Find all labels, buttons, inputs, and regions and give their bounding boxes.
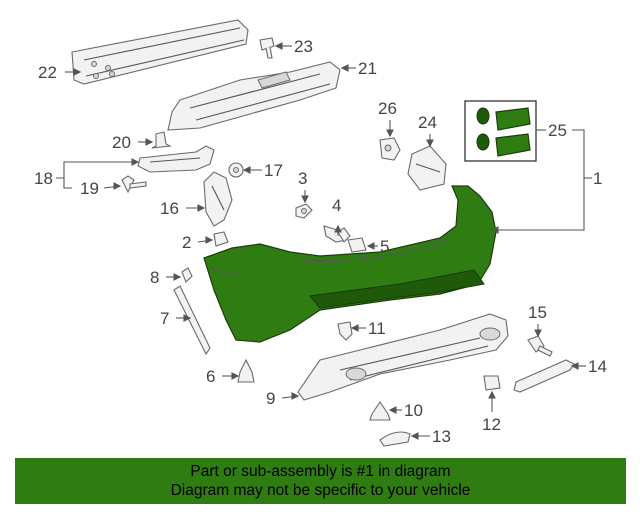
callout-22: 22 bbox=[38, 63, 57, 82]
part-5-cap[interactable] bbox=[347, 237, 367, 253]
part-3-bolt[interactable] bbox=[295, 203, 313, 219]
parts-diagram: 1 2 3 4 5 6 7 8 9 10 11 12 13 14 15 16 1… bbox=[34, 19, 607, 447]
part-7-reflector-strip[interactable] bbox=[173, 285, 211, 356]
callout-labels: 1 2 3 4 5 6 7 8 9 10 11 12 13 14 15 16 1… bbox=[34, 37, 607, 446]
part-21-energy-absorber[interactable] bbox=[167, 61, 341, 131]
banner-line-2: Diagram may not be specific to your vehi… bbox=[170, 482, 471, 499]
part-19-push-pin[interactable] bbox=[121, 175, 147, 194]
part-1-bumper-cover[interactable] bbox=[203, 185, 497, 343]
callout-7: 7 bbox=[160, 309, 169, 328]
part-26-sensor[interactable] bbox=[379, 137, 401, 161]
callout-11: 11 bbox=[368, 319, 386, 338]
callout-6: 6 bbox=[206, 367, 215, 386]
part-11-push-clip[interactable] bbox=[337, 321, 353, 341]
callout-3: 3 bbox=[298, 169, 307, 188]
callout-20: 20 bbox=[112, 133, 131, 152]
part-13-cover[interactable] bbox=[379, 431, 411, 447]
callout-23: 23 bbox=[294, 37, 313, 56]
callout-14: 14 bbox=[588, 357, 607, 376]
part-12-clip[interactable] bbox=[483, 375, 501, 391]
part-25-sensor-retainers[interactable] bbox=[464, 100, 537, 162]
callout-13: 13 bbox=[432, 427, 451, 446]
callout-5: 5 bbox=[380, 237, 389, 256]
part-6-push-pin[interactable] bbox=[237, 358, 255, 383]
part-22-impact-bar[interactable] bbox=[71, 19, 249, 85]
callout-9: 9 bbox=[266, 389, 275, 408]
callout-8: 8 bbox=[150, 268, 159, 287]
callout-1: 1 bbox=[593, 169, 602, 188]
callout-18: 18 bbox=[34, 169, 53, 188]
part-20-clip[interactable] bbox=[151, 131, 172, 149]
callout-2: 2 bbox=[182, 233, 191, 252]
callout-21: 21 bbox=[358, 59, 377, 78]
part-24-sensor-bracket[interactable] bbox=[407, 145, 447, 191]
part-15-bolt[interactable] bbox=[527, 335, 553, 357]
callout-25: 25 bbox=[548, 121, 567, 140]
callout-26: 26 bbox=[378, 99, 397, 118]
part-9-lower-valance[interactable] bbox=[297, 313, 509, 401]
part-17-nut[interactable] bbox=[228, 162, 244, 178]
leader-lines bbox=[56, 42, 592, 440]
callout-4: 4 bbox=[332, 196, 341, 215]
part-2-clip[interactable] bbox=[213, 231, 229, 247]
part-16-side-bracket[interactable] bbox=[203, 171, 233, 227]
part-8-clip[interactable] bbox=[181, 267, 193, 283]
part-10-push-pin[interactable] bbox=[369, 401, 391, 421]
callout-17: 17 bbox=[264, 161, 283, 180]
banner-line-1: Part or sub-assembly is #1 in diagram bbox=[190, 463, 451, 480]
callout-15: 15 bbox=[528, 303, 547, 322]
part-23-bolt[interactable] bbox=[259, 37, 275, 59]
part-18-bracket[interactable] bbox=[137, 145, 215, 173]
callout-16: 16 bbox=[160, 199, 179, 218]
part-14-reflector[interactable] bbox=[513, 359, 575, 393]
callout-19: 19 bbox=[80, 179, 99, 198]
callout-12: 12 bbox=[482, 415, 501, 434]
callout-10: 10 bbox=[404, 401, 423, 420]
callout-24: 24 bbox=[418, 113, 437, 132]
disclaimer-banner: Part or sub-assembly is #1 in diagram Di… bbox=[15, 458, 626, 504]
